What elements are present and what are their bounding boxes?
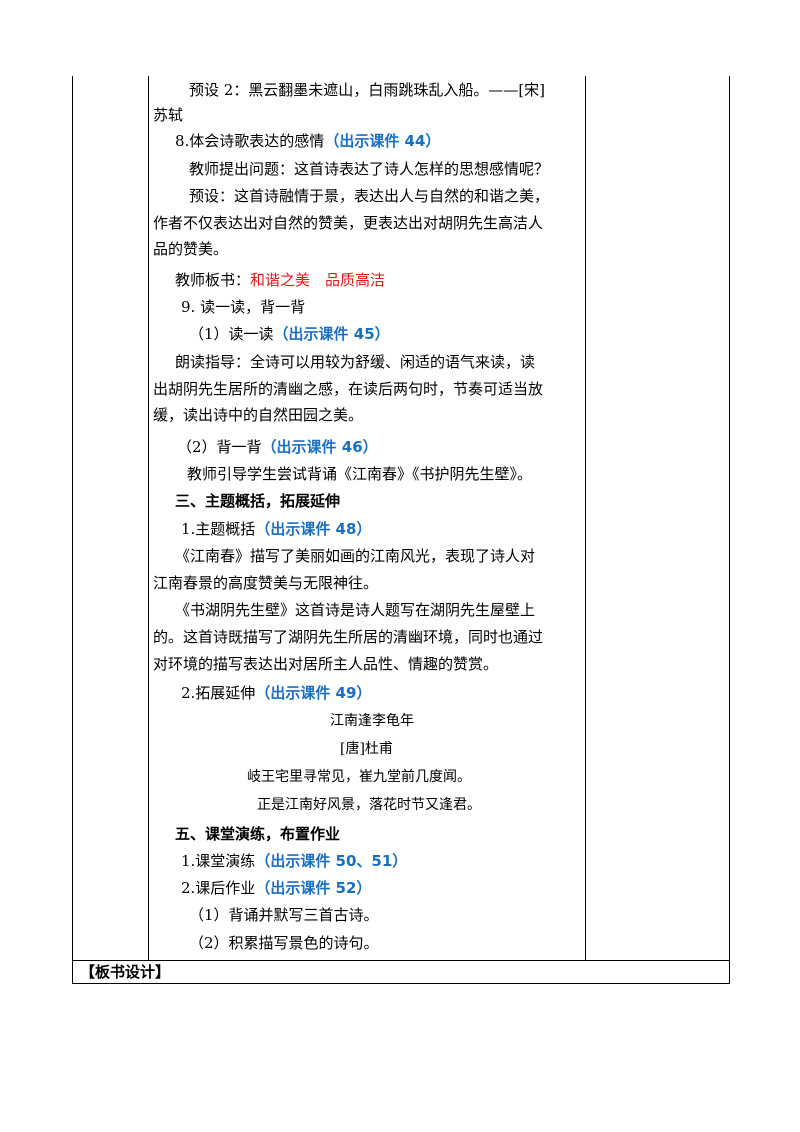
reading-guide-3: 缓，读出诗中的自然田园之美。 xyxy=(153,406,364,424)
reading-guide-2: 出胡阴先生居所的清幽之感，在读后两句时，节奏可适当放 xyxy=(153,380,544,398)
homework-heading: 2.课后作业（出示课件 52） xyxy=(181,877,371,899)
theme-summary-heading: 1.主题概括（出示课件 48） xyxy=(181,518,371,540)
preset-2-line: 预设 2：黑云翻墨未遮山，白雨跳珠乱入船。——[宋] xyxy=(189,81,546,99)
board-note-keywords: 和谐之美 品质高洁 xyxy=(250,271,386,289)
homework-item-1: （1）背诵并默写三首古诗。 xyxy=(189,906,379,924)
reading-guide-1: 朗读指导：全诗可以用较为舒缓、闲适的语气来读，读 xyxy=(175,353,536,371)
table-divider-1 xyxy=(148,76,149,960)
class-practice-title: 1.课堂演练 xyxy=(181,852,256,870)
courseware-ref-44: （出示课件 44） xyxy=(324,132,441,150)
section-9-heading: 9. 读一读，背一背 xyxy=(181,298,306,316)
courseware-ref-50-51: （出示课件 50、51） xyxy=(255,852,408,870)
read-title: （1）读一读 xyxy=(189,325,274,343)
poem-line-2: 正是江南好风景，落花时节又逢君。 xyxy=(257,797,481,813)
poem-author: [唐]杜甫 xyxy=(340,741,393,757)
section-8-heading: 8.体会诗歌表达的感情（出示课件 44） xyxy=(175,130,440,152)
homework-item-2: （2）积累描写景色的诗句。 xyxy=(189,934,379,952)
part-3-heading: 三、主题概括，拓展延伸 xyxy=(175,492,341,510)
courseware-ref-52: （出示课件 52） xyxy=(255,879,372,897)
courseware-ref-46: （出示课件 46） xyxy=(261,438,378,456)
part-5-heading: 五、课堂演练，布置作业 xyxy=(175,825,341,843)
read-heading: （1）读一读（出示课件 45） xyxy=(189,323,390,345)
preset-answer-3: 品的赞美。 xyxy=(153,240,229,258)
theme-summary-5: 对环境的描写表达出对居所主人品性、情趣的赞赏。 xyxy=(153,655,499,673)
recite-guide: 教师引导学生尝试背诵《江南春》《书护阴先生壁》。 xyxy=(187,465,533,483)
theme-summary-3: 《书湖阴先生壁》这首诗是诗人题写在湖阴先生屋壁上 xyxy=(175,601,536,619)
recite-title: （2）背一背 xyxy=(177,438,262,456)
courseware-ref-48: （出示课件 48） xyxy=(255,520,372,538)
teacher-question: 教师提出问题：这首诗表达了诗人怎样的思想感情呢？ xyxy=(189,160,550,178)
homework-title: 2.课后作业 xyxy=(181,879,256,897)
poem-line-1: 岐王宅里寻常见，崔九堂前几度闻。 xyxy=(247,769,471,785)
board-note-label: 教师板书： xyxy=(175,271,251,289)
table-row-divider xyxy=(72,960,730,961)
theme-summary-2: 江南春景的高度赞美与无限神往。 xyxy=(153,574,379,592)
courseware-ref-49: （出示课件 49） xyxy=(255,684,372,702)
teacher-board-note: 教师板书：和谐之美 品质高洁 xyxy=(175,269,385,291)
class-practice-heading: 1.课堂演练（出示课件 50、51） xyxy=(181,850,407,872)
board-design-label: 【板书设计】 xyxy=(80,963,171,981)
extension-heading: 2.拓展延伸（出示课件 49） xyxy=(181,682,371,704)
preset-answer-1: 预设：这首诗融情于景，表达出人与自然的和谐之美， xyxy=(189,187,550,205)
table-border-left xyxy=(72,76,73,984)
section-8-title: 8.体会诗歌表达的感情 xyxy=(175,132,325,150)
table-border-bottom xyxy=(72,983,730,984)
extension-title: 2.拓展延伸 xyxy=(181,684,256,702)
lesson-table xyxy=(72,76,730,984)
theme-summary-title: 1.主题概括 xyxy=(181,520,256,538)
preset-2-author: 苏轼 xyxy=(153,106,184,124)
recite-heading: （2）背一背（出示课件 46） xyxy=(177,436,378,458)
theme-summary-4: 的。这首诗既描写了湖阴先生所居的清幽环境，同时也通过 xyxy=(153,628,544,646)
table-border-right xyxy=(729,76,730,984)
table-divider-2 xyxy=(585,76,586,960)
poem-title: 江南逢李龟年 xyxy=(330,713,414,729)
theme-summary-1: 《江南春》描写了美丽如画的江南风光，表现了诗人对 xyxy=(175,547,536,565)
courseware-ref-45: （出示课件 45） xyxy=(273,325,390,343)
preset-answer-2: 作者不仅表达出对自然的赞美，更表达出对胡阴先生高洁人 xyxy=(153,214,544,232)
